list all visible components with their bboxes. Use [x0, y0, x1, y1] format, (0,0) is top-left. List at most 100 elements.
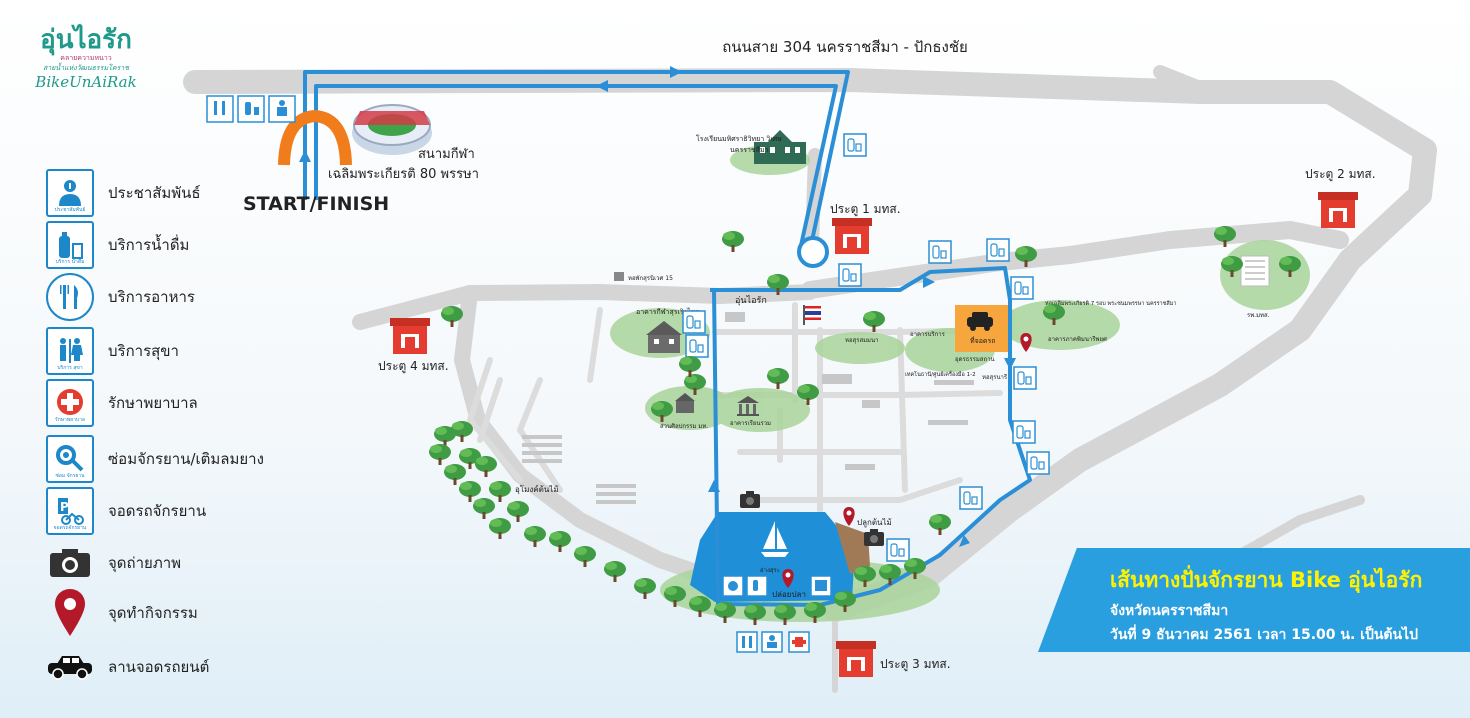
legend-item-activity: จุดทำกิจกรรม [46, 588, 198, 638]
event-logo: อุ่นไอรัก คลายความหนาว สายน้ำแห่งวัฒนธรร… [30, 26, 142, 91]
gate3-icon [836, 641, 876, 677]
sailboat-icon [761, 521, 789, 557]
gate2-label: ประตู 2 มทส. [1305, 167, 1376, 182]
banner-province: จังหวัดนครราชสีมา [1110, 603, 1229, 619]
bicycle-parking-icon: P จอดรถจักรยาน [46, 487, 94, 535]
legend-item-repair: ซ่อม จักรยาน ซ่อมจักรยาน/เติมลมยาง [46, 434, 264, 484]
museum-icon [675, 393, 695, 413]
school-building-icon [754, 130, 806, 164]
map-pin-icon [46, 589, 94, 637]
bike-route [303, 70, 1032, 607]
legend-mini-label: บริการ สุขา [57, 365, 83, 371]
hospital-icon [1240, 255, 1270, 287]
thai-flag-icon [803, 305, 821, 325]
legend-label: จุดทำกิจกรรม [108, 604, 198, 622]
plantation-patch [835, 522, 870, 574]
event-banner: เส้นทางปั่นจักรยาน Bike อุ่นไอรัก จังหวั… [1038, 548, 1470, 652]
school-label-line1: โรงเรียนมหิศราธิวิทยา วิเศษ [696, 134, 782, 143]
museum-label: ส่วนศิลปกรรม มท. [660, 423, 708, 430]
water-bottle-icon: บริการ น้ำดื่ม [46, 221, 94, 269]
alumni-label: หอสุรนารี [982, 373, 1008, 381]
camera-icon [740, 491, 760, 508]
legend-label: ลานจอดรถยนต์ [108, 658, 210, 676]
science-label: เทคโนธานี/ศูนย์เครื่องมือ 1-2 [905, 370, 976, 378]
roundabout-road-label: อุ่นไอรัก [735, 295, 767, 306]
library-label: อาคารบริการ [910, 331, 946, 338]
legend-item-bike-parking: P จอดรถจักรยาน จอดรถจักรยาน [46, 486, 206, 536]
start-finish-label: START/FINISH [243, 193, 389, 215]
route-arrows [299, 66, 1016, 547]
legend-label: บริการอาหาร [108, 288, 195, 306]
legend-item-water: บริการ น้ำดื่ม บริการน้ำดื่ม [46, 220, 189, 270]
gate1-icon [832, 218, 872, 254]
stadium-label-line2: เฉลิมพระเกียรติ 80 พรรษา [328, 166, 479, 182]
gate1-label: ประตู 1 มทส. [830, 202, 901, 217]
king-hall-label: หอเฉลิมพระเกียรติ 7 รอบ พระชนมพรรษา นครร… [1045, 300, 1176, 307]
gate4-label: ประตู 4 มทส. [378, 359, 449, 374]
start-service-icons [206, 95, 296, 123]
legend-mini-label: ซ่อม จักรยาน [55, 473, 85, 479]
logo-name: BikeUnAiRak [35, 73, 137, 91]
activity-pin-fish-icon [782, 569, 794, 588]
hall-label: หอสุรสมมนา [845, 337, 879, 344]
car-park-icon [967, 312, 993, 331]
school-label-line2: นครราชสีมา [730, 146, 769, 154]
activity-pin-planting-icon [843, 507, 855, 526]
start-finish-arch [278, 109, 352, 166]
banner-date: วันที่ 9 ธันวาคม 2561 เวลา 15.00 น. เป็น… [1110, 627, 1419, 643]
legend-label: บริการสุขา [108, 342, 179, 360]
logo-subtitle: คลายความหนาว [60, 54, 112, 62]
building-blocks [522, 312, 974, 504]
legend-label: ประชาสัมพันธ์ [108, 184, 201, 202]
legend-mini-label: ประชาสัมพันธ์ [54, 207, 86, 213]
logo-title: อุ่นไอรัก [40, 25, 132, 55]
fork-knife-icon [46, 273, 94, 321]
legend-mini-label: จอดรถจักรยาน [53, 525, 87, 531]
legend-label: รักษาพยาบาล [108, 394, 198, 412]
sports-building-icon [646, 321, 682, 353]
gate2-icon [1318, 192, 1358, 228]
car-icon [46, 643, 94, 691]
legend-item-car-park: ลานจอดรถยนต์ [46, 642, 209, 692]
wrench-gear-icon: ซ่อม จักรยาน [46, 435, 94, 483]
highway-label: ถนนสาย 304 นครราชสีมา - ปักธงชัย [722, 38, 968, 56]
roundabout [797, 236, 829, 268]
legend-mini-label: บริการ น้ำดื่ม [55, 259, 85, 265]
legend-label: จุดถ่ายภาพ [108, 554, 182, 572]
legend-item-first-aid: รักษาพยาบาล รักษาพยาบาล [46, 378, 198, 428]
legend-label: ซ่อมจักรยาน/เติมลมยาง [108, 450, 264, 468]
monument-label: อุดรธรรมสถาน [955, 356, 995, 363]
gate4-icon [390, 318, 430, 354]
legend-item-food: บริการอาหาร [46, 272, 195, 322]
lecture-building-label: อาคารเรียนรวม [730, 419, 771, 427]
planting-label: ปลูกต้นไม้ [857, 518, 892, 528]
road-network [183, 65, 1437, 693]
legend-item-pr: ประชาสัมพันธ์ ประชาสัมพันธ์ [46, 168, 201, 218]
camera-icon [864, 529, 884, 546]
gate3-label: ประตู 3 มทส. [880, 657, 951, 672]
banner-title: เส้นทางปั่นจักรยาน Bike อุ่นไอรัก [1110, 568, 1423, 592]
activity-pin-monument-icon [1020, 333, 1032, 352]
logo-tagline: สายน้ำแห่งวัฒนธรรมโคราช [43, 64, 129, 72]
legend-item-photo: จุดถ่ายภาพ [46, 538, 181, 588]
legend-label: บริการน้ำดื่ม [108, 236, 190, 254]
car-park-area [955, 305, 1008, 352]
car-park-label: ที่จอดรถ [970, 336, 995, 345]
info-person-icon: ประชาสัมพันธ์ [46, 169, 94, 217]
hospital-label: รพ.มทส. [1247, 312, 1270, 319]
dorm-icon [614, 272, 624, 281]
tree-tunnel-label: อุโมงค์ต้นไม้ [515, 484, 559, 494]
dorm-label: หอพักสุรนิเวศ 15 [628, 275, 673, 282]
restroom-icon: บริการ สุขา [46, 327, 94, 375]
sports-building-label: อาคารกีฬาสุรเริงไชย [636, 307, 699, 316]
legend-item-toilet: บริการ สุขา บริการสุขา [46, 326, 179, 376]
legend-label: จอดรถจักรยาน [108, 502, 207, 520]
svg-text:P: P [60, 500, 69, 514]
camera-icon [46, 539, 94, 587]
lake-service-icons [722, 575, 832, 653]
univ-building-label: อาคารภาคพิมนารีพยศ [1048, 335, 1107, 343]
legend-mini-label: รักษาพยาบาล [55, 417, 85, 423]
lake-label: อ่างสุระ [760, 567, 780, 574]
banner-background [1038, 548, 1470, 652]
